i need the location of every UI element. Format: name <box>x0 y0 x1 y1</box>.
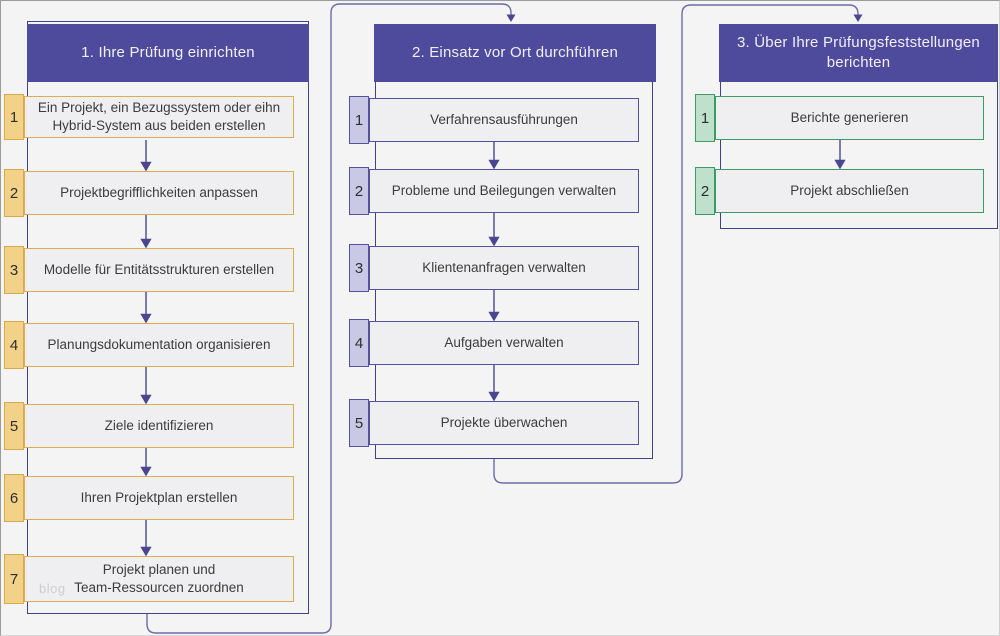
step-label: Projekt planen und <box>102 562 216 578</box>
step-box: Modelle für Entitätsstrukturen erstellen <box>24 248 294 292</box>
phase3-title: 3. Über Ihre Prüfungsfeststellungen beri… <box>737 33 980 71</box>
step-box: Probleme und Beilegungen verwalten <box>369 169 639 213</box>
phase2-step-5: 5 Projekte überwachen <box>349 399 639 447</box>
step-label: Planungsdokumentation organisieren <box>47 337 271 353</box>
step-box: Projekt abschließen <box>715 169 984 213</box>
phase1-step-1: 1 Ein Projekt, ein Bezugssystem oder eih… <box>4 94 294 140</box>
step-number-tab: 3 <box>4 246 24 294</box>
step-number-tab: 7 <box>4 554 24 604</box>
phase2-container <box>375 24 653 459</box>
step-number-tab: 2 <box>695 167 715 215</box>
step-label: Projekt abschließen <box>790 183 909 199</box>
step-number-tab: 4 <box>4 321 24 369</box>
step-number-tab: 4 <box>349 319 369 367</box>
step-label: Berichte generieren <box>790 110 909 126</box>
loop-arrowhead <box>506 14 516 22</box>
step-number-tab: 2 <box>349 167 369 215</box>
phase1-step-3: 3 Modelle für Entitätsstrukturen erstell… <box>4 246 294 294</box>
step-label: Team-Ressourcen zuordnen <box>74 580 244 595</box>
phase2-step-3: 3 Klientenanfragen verwalten <box>349 244 639 292</box>
phase1-header: 1. Ihre Prüfung einrichten <box>27 24 309 82</box>
step-label: Ein Projekt, ein Bezugssystem oder eihn <box>37 100 281 116</box>
step-box: Aufgaben verwalten <box>369 321 639 365</box>
step-number-tab: 3 <box>349 244 369 292</box>
phase2-step-1: 1 Verfahrensausführungen <box>349 96 639 144</box>
phase3-step-2: 2 Projekt abschließen <box>695 167 984 215</box>
step-box: Projektbegrifflichkeiten anpassen <box>24 171 294 215</box>
step-label: Klientenanfragen verwalten <box>422 260 586 276</box>
step-box: Planungsdokumentation organisieren <box>24 323 294 367</box>
phase1-step-6: 6 Ihren Projektplan erstellen <box>4 474 294 522</box>
step-number-tab: 1 <box>349 96 369 144</box>
phase3-step-1: 1 Berichte generieren <box>695 94 984 142</box>
step-label: Verfahrensausführungen <box>430 112 578 128</box>
watermark-text: blog <box>39 581 66 596</box>
step-number-tab: 5 <box>4 402 24 450</box>
step-label: Probleme und Beilegungen verwalten <box>391 183 617 199</box>
step-label: Projekte überwachen <box>440 415 568 431</box>
phase1-title: 1. Ihre Prüfung einrichten <box>81 43 255 61</box>
phase2-title: 2. Einsatz vor Ort durchführen <box>411 43 619 61</box>
phase1-step-5: 5 Ziele identifizieren <box>4 402 294 450</box>
phase2-step-4: 4 Aufgaben verwalten <box>349 319 639 367</box>
step-box: Projekte überwachen <box>369 401 639 445</box>
step-number-tab: 2 <box>4 169 24 217</box>
phase1-step-2: 2 Projektbegrifflichkeiten anpassen <box>4 169 294 217</box>
step-number-tab: 5 <box>349 399 369 447</box>
loop-arrowhead <box>853 14 863 22</box>
step-label: Ihren Projektplan erstellen <box>80 490 238 506</box>
step-number-tab: 6 <box>4 474 24 522</box>
step-label: Aufgaben verwalten <box>444 335 564 351</box>
step-box: Ein Projekt, ein Bezugssystem oder eihn … <box>24 96 294 138</box>
step-box: Berichte generieren <box>715 96 984 140</box>
phase2-step-2: 2 Probleme und Beilegungen verwalten <box>349 167 639 215</box>
step-number-tab: 1 <box>695 94 715 142</box>
step-label: Modelle für Entitätsstrukturen erstellen <box>43 262 275 278</box>
phase1-step-4: 4 Planungsdokumentation organisieren <box>4 321 294 369</box>
phase3-header: 3. Über Ihre Prüfungsfeststellungen beri… <box>719 24 998 82</box>
step-box: Ihren Projektplan erstellen <box>24 476 294 520</box>
step-label: Projektbegrifflichkeiten anpassen <box>60 185 258 201</box>
phase2-header: 2. Einsatz vor Ort durchführen <box>374 24 656 82</box>
step-label: Ziele identifizieren <box>104 418 214 434</box>
step-box: Klientenanfragen verwalten <box>369 246 639 290</box>
step-number-tab: 1 <box>4 94 24 140</box>
step-box: Ziele identifizieren <box>24 404 294 448</box>
step-label: Hybrid-System aus beiden erstellen <box>52 118 266 133</box>
step-box: Verfahrensausführungen <box>369 98 639 142</box>
